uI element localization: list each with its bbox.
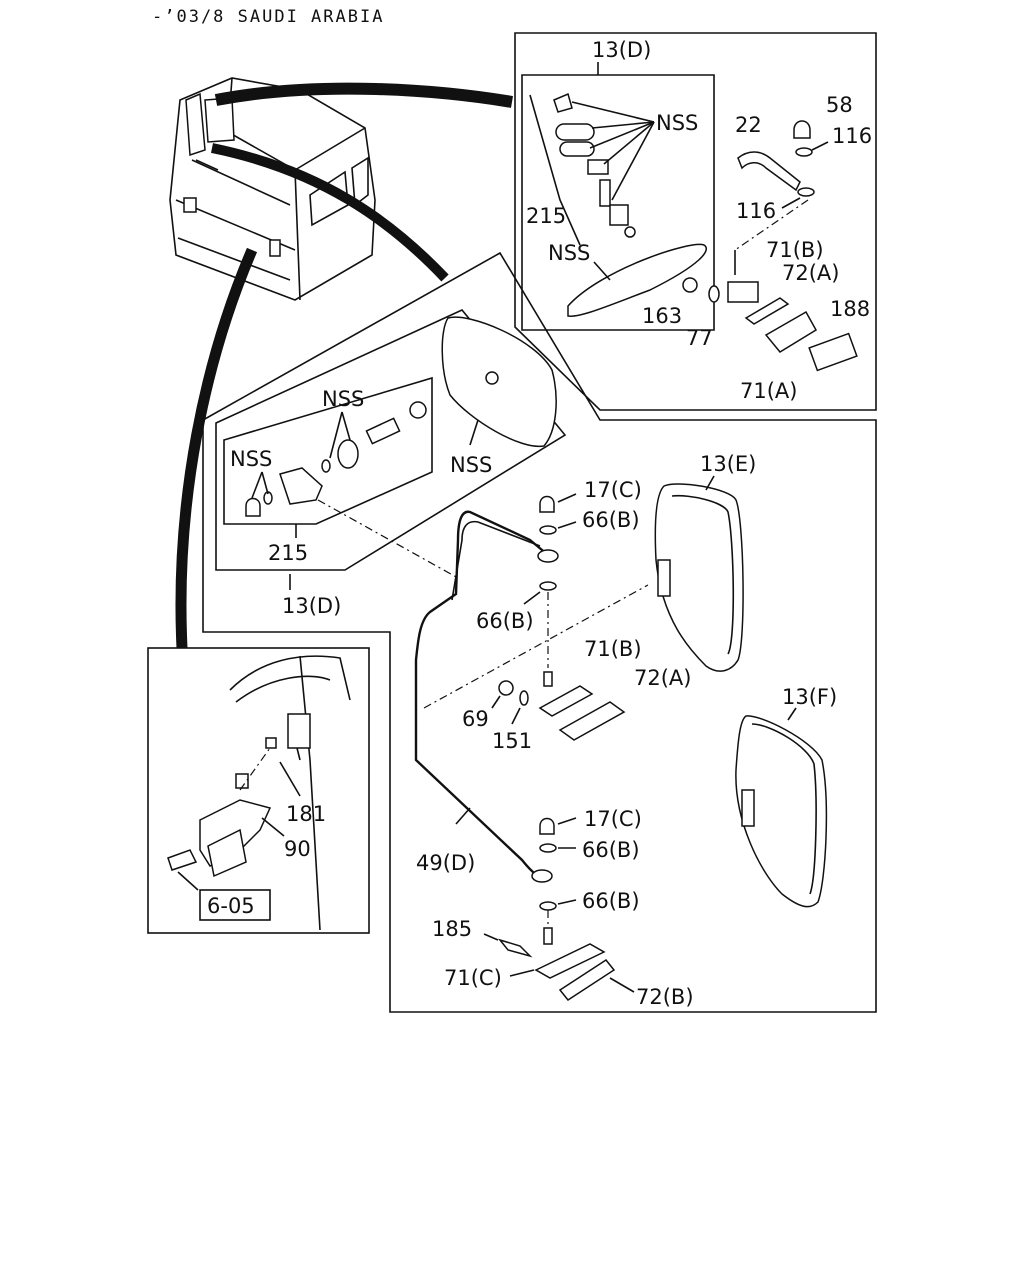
- label-71B-a: 71(B): [766, 238, 824, 262]
- hinge-71B-mid: [538, 685, 594, 717]
- truck-cab-illustration: [169, 77, 376, 301]
- callout-arc-middle: [211, 143, 449, 282]
- label-13D-mid: 13(D): [282, 594, 341, 618]
- nss-hardware-top: [553, 92, 655, 238]
- label-215-a: 215: [526, 204, 566, 228]
- cap-nut-58: [793, 120, 811, 139]
- label-72A-a: 72(A): [782, 261, 839, 285]
- label-116-a: 116: [832, 124, 872, 148]
- label-116-b: 116: [736, 199, 776, 223]
- label-77: 77: [686, 326, 713, 350]
- mirror-13E: [654, 483, 744, 672]
- washer-77: [708, 285, 720, 303]
- mirror-stay-49D: [414, 510, 549, 882]
- nut-163: [682, 277, 698, 293]
- callout-arc-top: [214, 82, 513, 108]
- frame-middle: [202, 251, 877, 1013]
- diagram-header: -’03/8 SAUDI ARABIA: [152, 7, 384, 27]
- mirror-13D-middle: [441, 316, 557, 448]
- label-66B-a: 66(B): [582, 508, 640, 532]
- hinge-71B-top: [727, 281, 759, 303]
- label-181: 181: [286, 802, 326, 826]
- ref-box-6-05[interactable]: [199, 889, 271, 921]
- label-66B-c: 66(B): [582, 838, 640, 862]
- label-NSS-a: NSS: [656, 111, 698, 135]
- label-66B-b: 66(B): [476, 609, 534, 633]
- label-17C-b: 17(C): [584, 807, 642, 831]
- label-72A-b: 72(A): [634, 666, 691, 690]
- label-66B-d: 66(B): [582, 889, 640, 913]
- plate-72B: [558, 958, 616, 1002]
- callout-arc-bottom: [175, 247, 258, 649]
- mirror-13F: [735, 715, 828, 908]
- label-NSS-e: NSS: [230, 447, 272, 471]
- label-13E: 13(E): [700, 452, 756, 476]
- label-plate-188: [808, 332, 858, 372]
- label-151: 151: [492, 729, 532, 753]
- label-6-05[interactable]: 6-05: [207, 894, 255, 918]
- label-NSS-c: NSS: [450, 453, 492, 477]
- inset-13D-top: [521, 74, 715, 331]
- label-NSS-b: NSS: [548, 241, 590, 265]
- label-22: 22: [735, 113, 762, 137]
- label-71C: 71(C): [444, 966, 502, 990]
- label-69: 69: [462, 707, 489, 731]
- label-NSS-d: NSS: [322, 387, 364, 411]
- plate-72A-top: [744, 297, 790, 325]
- washer-116-b: [797, 187, 815, 197]
- label-13F: 13(F): [782, 685, 837, 709]
- bracket-22: [737, 151, 801, 192]
- label-215-b: 215: [268, 541, 308, 565]
- inset-13D-middle: [215, 309, 567, 571]
- label-58: 58: [826, 93, 853, 117]
- inset-nss-sub: [223, 376, 433, 525]
- label-188: 188: [830, 297, 870, 321]
- label-49D: 49(D): [416, 851, 475, 875]
- label-13D-top: 13(D): [592, 38, 651, 62]
- label-71B-b: 71(B): [584, 637, 642, 661]
- label-72B: 72(B): [636, 985, 694, 1009]
- label-163: 163: [642, 304, 682, 328]
- washer-116-a: [795, 147, 813, 157]
- hinge-71A: [764, 310, 818, 353]
- mirror-head-top: [567, 243, 707, 317]
- label-17C-a: 17(C): [584, 478, 642, 502]
- hinge-71C: [534, 943, 606, 979]
- label-71A: 71(A): [740, 379, 797, 403]
- label-185: 185: [432, 917, 472, 941]
- label-90: 90: [284, 837, 311, 861]
- plate-72A-mid: [558, 701, 626, 741]
- frame-bottom-left: [147, 647, 370, 934]
